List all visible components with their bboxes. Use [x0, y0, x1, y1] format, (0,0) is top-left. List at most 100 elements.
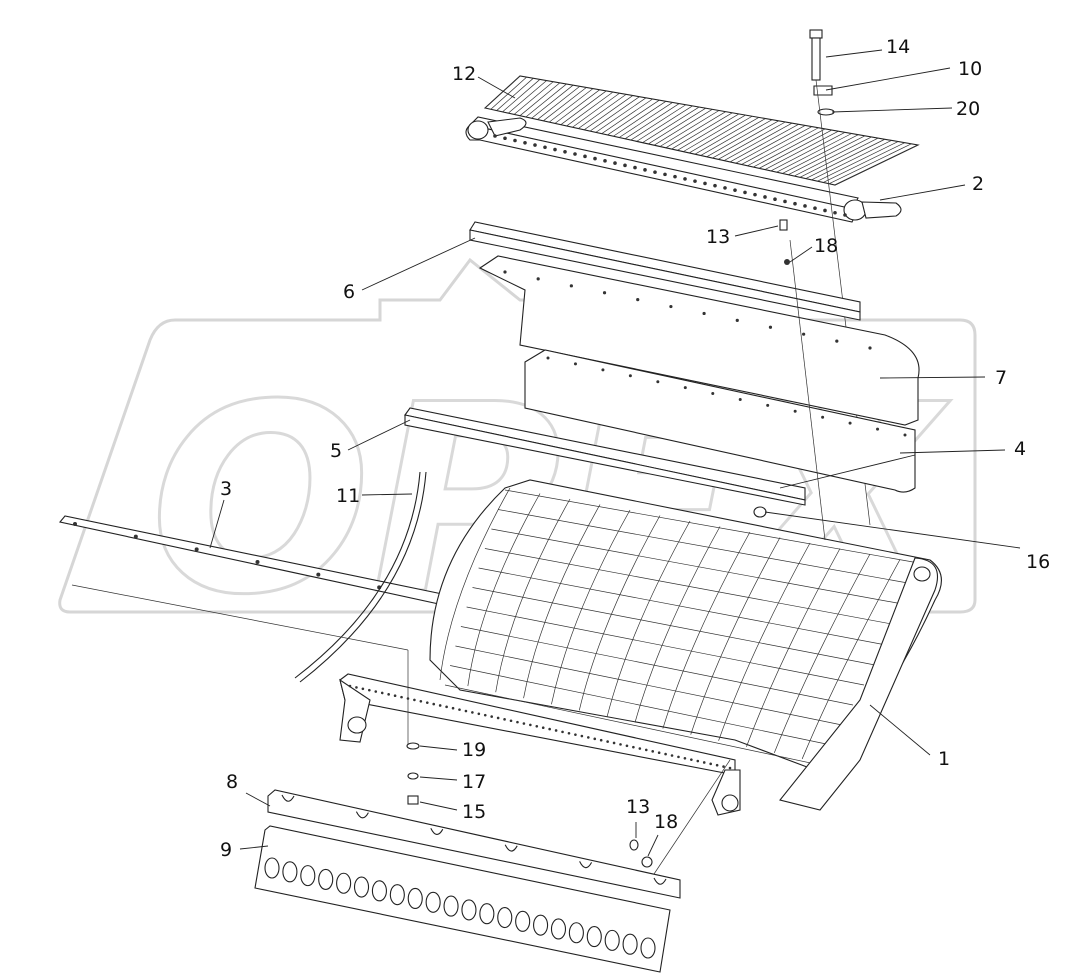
grate-bar — [653, 109, 713, 146]
grate-bar — [502, 79, 541, 113]
flatbar-hole — [194, 547, 199, 552]
rail-hole — [683, 756, 687, 760]
grate-bar — [642, 106, 700, 143]
grate-bar — [735, 125, 806, 164]
part-8-strip — [267, 789, 681, 899]
rail-hole — [361, 687, 365, 691]
plate-slot — [443, 895, 459, 917]
grate-bar — [484, 75, 521, 109]
rail-hole — [587, 736, 590, 739]
concave-bar — [504, 489, 931, 566]
shield-hole — [835, 339, 839, 343]
callout-4: 4 — [1014, 438, 1026, 460]
rail-hole — [574, 733, 577, 736]
bar-hole — [493, 134, 497, 138]
rail-hole — [535, 725, 539, 728]
plate-slot — [479, 903, 495, 925]
rail-hole — [702, 761, 706, 764]
grate-bar — [700, 118, 766, 156]
concave-bar — [460, 626, 854, 706]
concave-rib — [606, 520, 691, 717]
rail-hole — [503, 718, 506, 721]
rail-hole — [625, 744, 629, 748]
grate-bar — [630, 104, 687, 141]
bar-hole — [523, 140, 527, 145]
rail-hole — [490, 715, 493, 718]
part-11-rod — [294, 471, 427, 683]
bar-hole — [563, 150, 567, 154]
rail-hole — [348, 684, 352, 688]
grate-bar — [683, 114, 746, 152]
callout-14: 14 — [886, 36, 910, 58]
grate-bar — [554, 89, 600, 124]
plate-slot — [389, 884, 405, 906]
callout-10: 10 — [958, 58, 982, 80]
shield-hole — [802, 332, 806, 336]
panel-hole — [793, 409, 797, 413]
plate-slot — [300, 865, 316, 887]
rail-hole — [677, 755, 680, 759]
panel-hole — [546, 356, 550, 360]
panel-hole — [903, 433, 907, 437]
shield-hole — [702, 311, 706, 316]
bar-hole — [543, 145, 547, 150]
bar-hole — [583, 154, 587, 159]
grate-bar — [496, 78, 534, 111]
bar-hole — [533, 143, 537, 147]
grate-bar — [834, 144, 919, 186]
grate-bar — [805, 138, 885, 179]
concave-bar — [455, 645, 843, 726]
rail-hole — [722, 765, 725, 768]
rail-hole — [496, 716, 500, 720]
part-9-plate — [254, 825, 671, 973]
grate-bar — [548, 88, 594, 123]
rail-hole — [509, 719, 513, 723]
rail-hole — [664, 752, 667, 756]
strip-notch — [355, 811, 369, 819]
callout-6: 6 — [343, 281, 355, 303]
grate-bar — [677, 113, 740, 151]
bar-hole — [593, 156, 597, 161]
grate-bar — [601, 98, 653, 134]
bar-hole — [723, 186, 727, 190]
rail-hole — [477, 712, 481, 716]
plate-slot — [604, 929, 620, 951]
part-2-bar — [465, 116, 902, 223]
rail-hole — [529, 723, 532, 727]
bar-hole — [673, 174, 677, 179]
callout-7: 7 — [995, 367, 1007, 389]
callout-18-upper: 18 — [814, 235, 838, 257]
plate-slot — [497, 906, 513, 929]
bar-hole — [553, 147, 557, 152]
bar-hole — [733, 188, 737, 192]
grate-bar — [718, 121, 786, 160]
bar-hole — [613, 161, 617, 165]
concave-bar — [498, 509, 920, 586]
shield-hole — [768, 325, 773, 329]
rail-hole — [554, 729, 558, 732]
concave-rib — [634, 526, 721, 723]
rail-hole — [651, 750, 655, 753]
plate-slot — [336, 872, 352, 894]
grate-bar — [531, 84, 574, 119]
part-5-strip — [404, 407, 806, 506]
panel-hole — [848, 421, 852, 425]
rail-hole — [458, 708, 461, 711]
bar-hole — [803, 204, 807, 208]
grate-bar — [759, 129, 832, 169]
callout-15: 15 — [462, 801, 486, 823]
grate-bar — [537, 86, 580, 120]
grate-bar — [706, 119, 773, 158]
plate-slot — [318, 868, 334, 890]
plate-slot — [568, 922, 584, 944]
rail-hole — [355, 686, 358, 689]
plate-slot — [515, 910, 531, 932]
panel-hole — [628, 374, 632, 378]
grate-bar — [729, 123, 799, 163]
rail-hole — [393, 694, 397, 698]
concave-rib — [551, 509, 631, 705]
rail-hole — [451, 706, 455, 710]
grate-bar — [723, 122, 793, 161]
part-7-shield — [478, 255, 920, 426]
bar-hole — [503, 136, 507, 141]
